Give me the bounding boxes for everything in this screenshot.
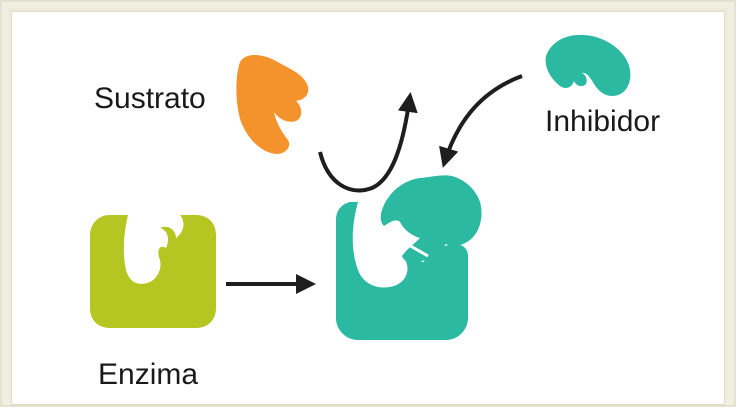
substrate-shape <box>236 55 308 154</box>
inhibitor-shape <box>546 35 631 96</box>
enzyme-shape <box>90 215 216 328</box>
enzyme-label: Enzima <box>98 360 198 390</box>
substrate-label: Sustrato <box>94 84 206 114</box>
substrate-deflected-arrow <box>320 96 410 190</box>
inhibitor-binding-arrow <box>444 76 522 164</box>
inhibitor-label: Inhibidor <box>545 107 660 137</box>
